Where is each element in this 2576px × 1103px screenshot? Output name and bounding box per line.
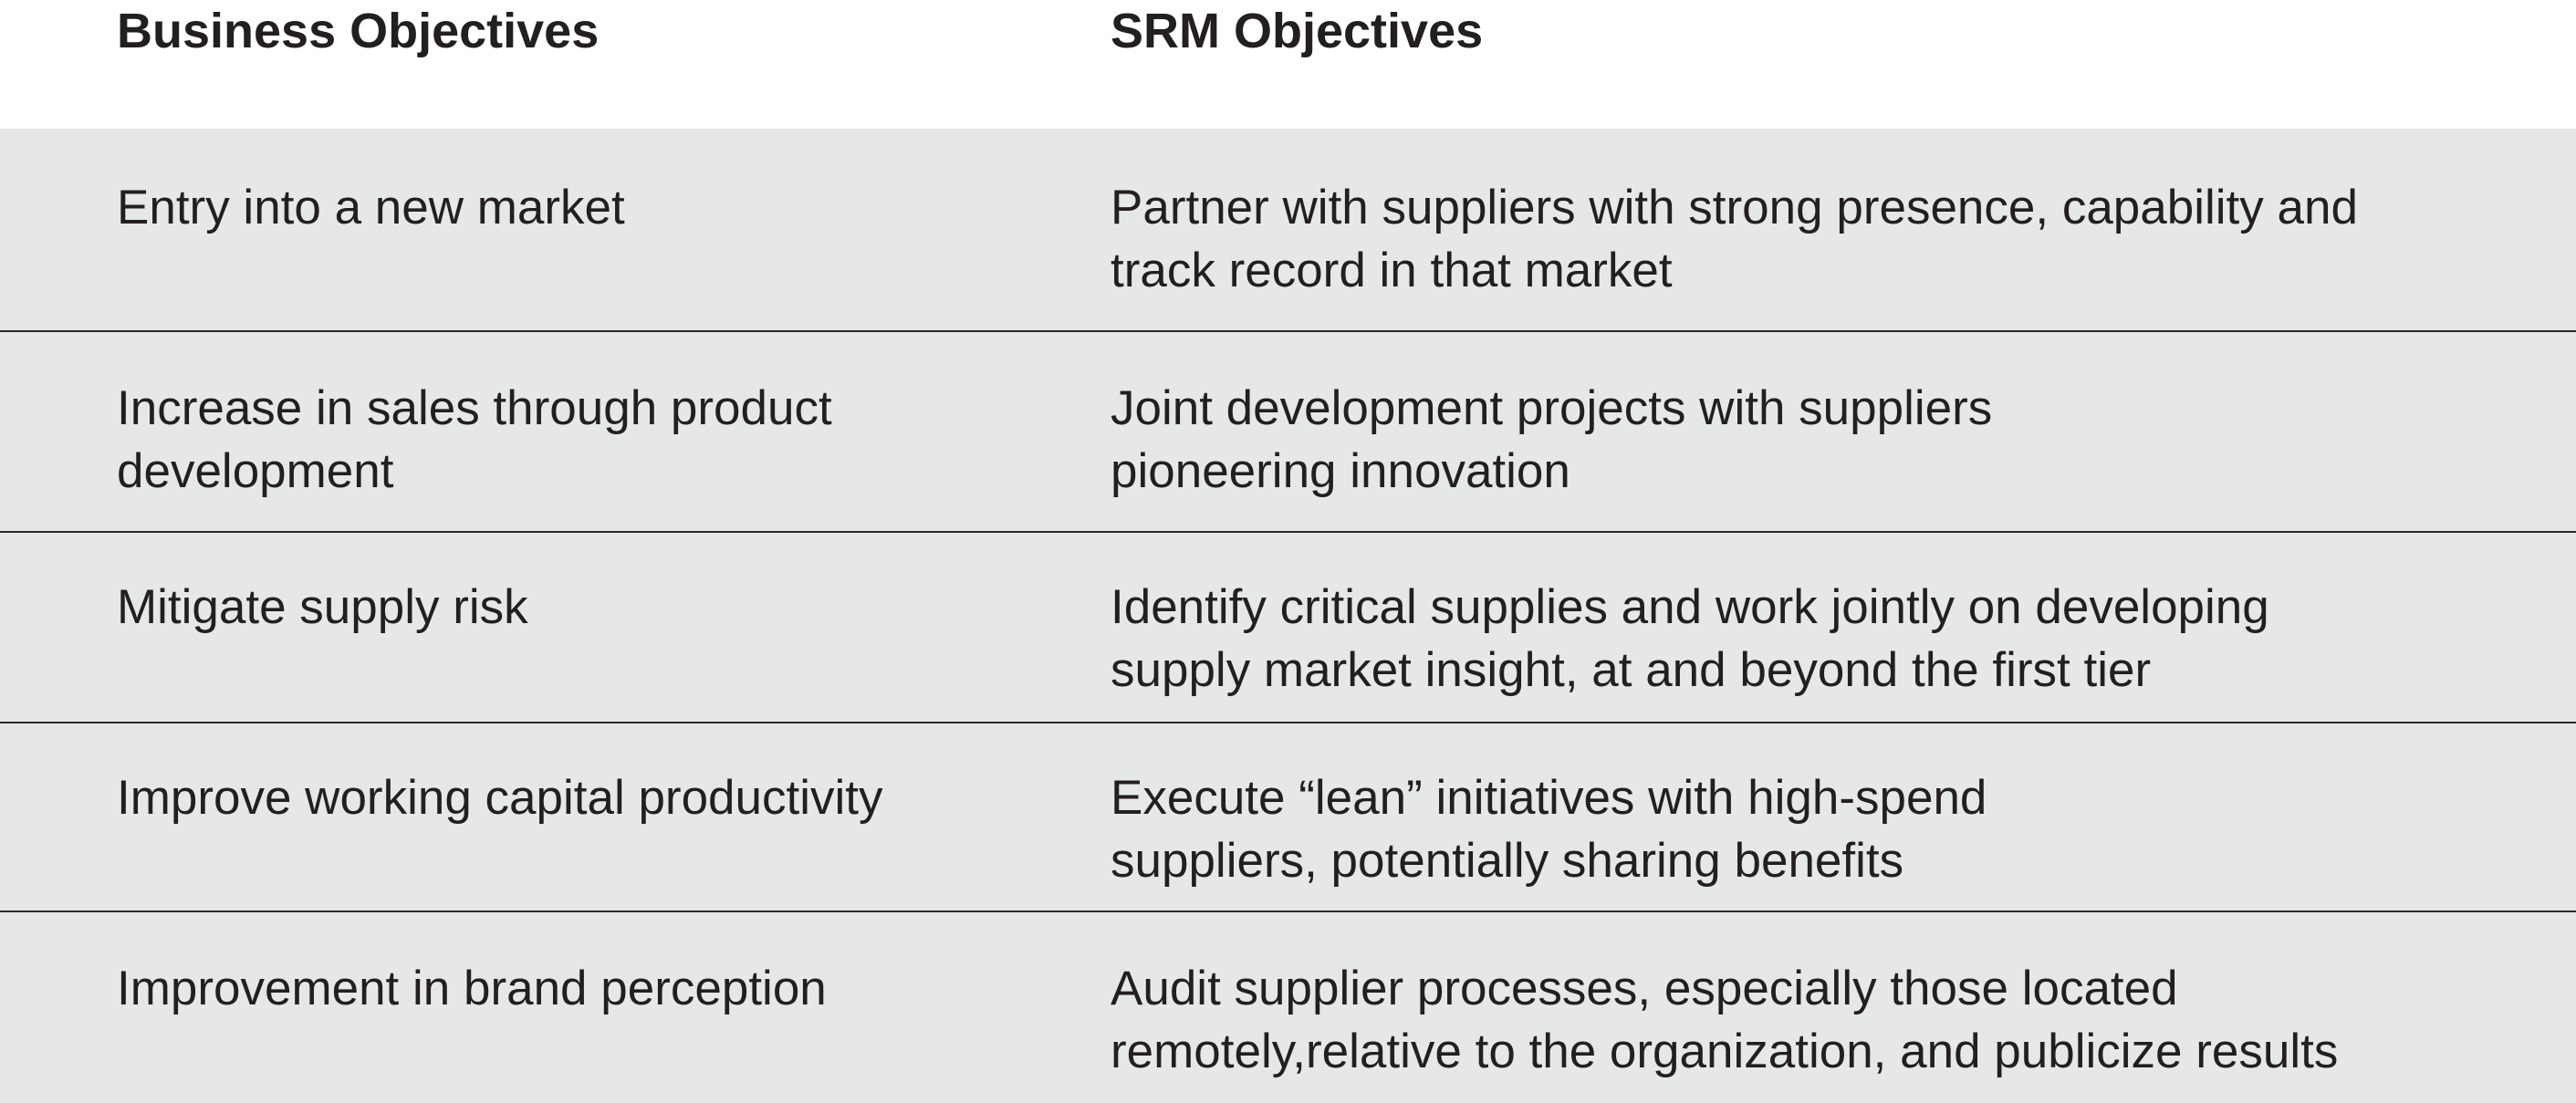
header-business-objectives: Business Objectives bbox=[117, 4, 600, 58]
business-objective: Entry into a new market bbox=[117, 181, 625, 234]
table-row: Improvement in brand perception Audit su… bbox=[0, 911, 2576, 1103]
srm-objective: Execute “lean” initiatives with high-spe… bbox=[1111, 771, 1987, 888]
business-objective: Increase in sales through product develo… bbox=[117, 381, 832, 498]
srm-objective: Identify critical supplies and work join… bbox=[1111, 580, 2269, 697]
table-row: Entry into a new market Partner with sup… bbox=[0, 129, 2576, 331]
srm-objective: Audit supplier processes, especially tho… bbox=[1111, 962, 2339, 1078]
row-divider bbox=[0, 330, 2576, 332]
table-row: Improve working capital productivity Exe… bbox=[0, 723, 2576, 911]
srm-objective: Joint development projects with supplier… bbox=[1111, 381, 1993, 498]
row-divider bbox=[0, 531, 2576, 533]
table-header: Business Objectives SRM Objectives bbox=[0, 0, 2576, 129]
row-divider bbox=[0, 722, 2576, 723]
table-row: Mitigate supply risk Identify critical s… bbox=[0, 532, 2576, 723]
header-srm-objectives: SRM Objectives bbox=[1111, 4, 1484, 58]
business-objective: Improvement in brand perception bbox=[117, 962, 827, 1015]
business-objective: Improve working capital productivity bbox=[117, 771, 883, 825]
objectives-table: Entry into a new market Partner with sup… bbox=[0, 129, 2576, 1103]
srm-objective: Partner with suppliers with strong prese… bbox=[1111, 181, 2358, 297]
table-row: Increase in sales through product develo… bbox=[0, 331, 2576, 532]
row-divider bbox=[0, 910, 2576, 912]
business-objective: Mitigate supply risk bbox=[117, 580, 528, 634]
